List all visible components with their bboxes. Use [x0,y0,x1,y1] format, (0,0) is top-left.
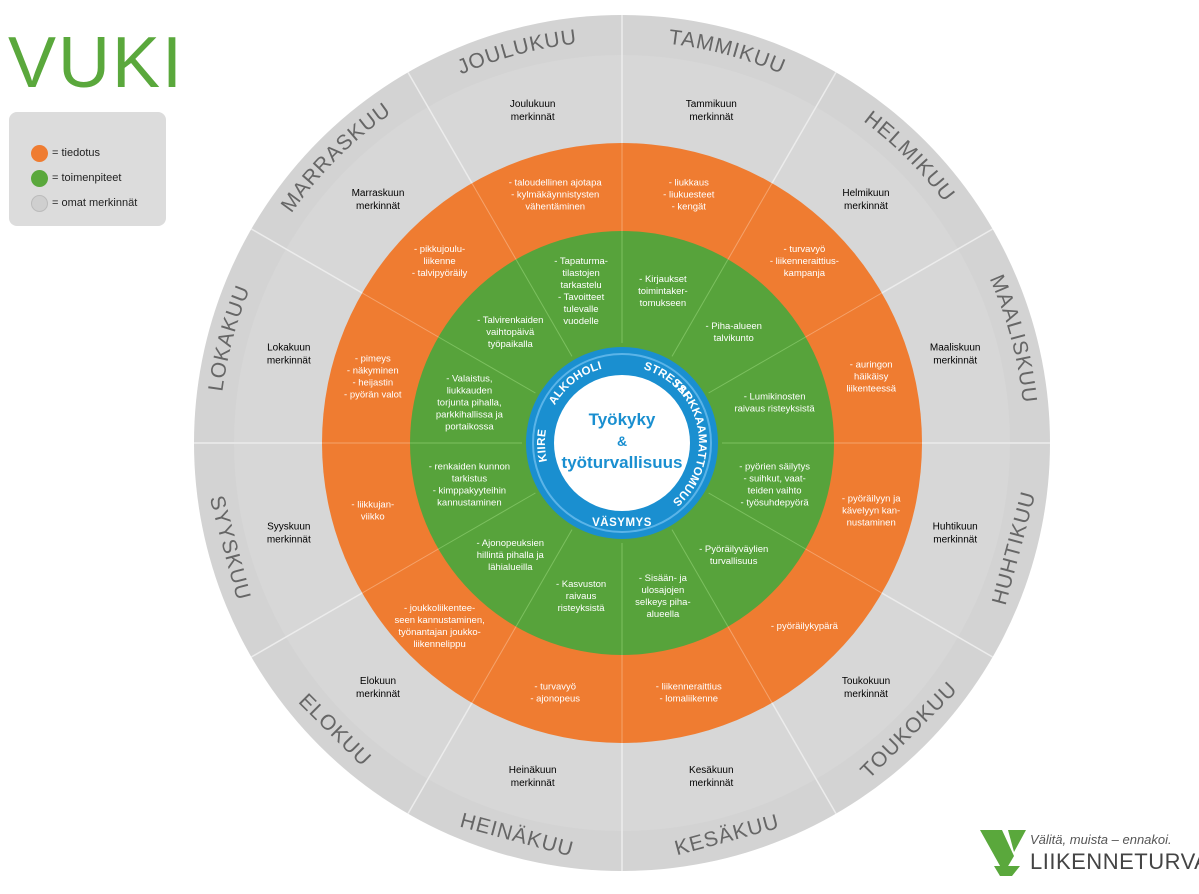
logo-mark-right [1008,830,1026,852]
legend-label: = toimenpiteet [52,172,122,184]
liikenneturva-logo [980,830,1026,876]
divider-green [708,492,806,550]
info-cell: - taloudellinen ajotapa- kylmäkäynnistys… [509,177,603,212]
ring-blue-line [532,353,712,533]
theme-label: KIIRE [536,428,550,463]
info-cell: - liukkaus- liukuesteet- kengät [663,177,715,212]
divider-grey [407,702,473,815]
divider-orange [361,292,439,338]
legend: = tiedotus = toimenpiteet = omat merkinn… [9,112,166,226]
divider-orange [471,626,517,704]
logo-mark-left [980,830,1014,873]
info-cell: - turvavyö- ajonopeus [530,682,580,705]
legend-swatch-grey [31,194,48,212]
divider-grey [407,71,473,184]
legend-label: = tiedotus [52,147,101,159]
info-cell: - liikkujan-viikko [351,499,394,522]
legend-swatch-orange [31,144,48,162]
divider-orange [471,182,517,260]
divider-green [438,336,536,394]
page-title: VUKI [8,23,185,103]
action-cell: - pyörien säilytys- suihkut, vaat-teiden… [739,461,810,508]
brand-name: LIIKENNETURVA [1030,849,1199,874]
divider-orange [805,548,883,594]
divider-green [515,259,573,357]
legend-item-info: = tiedotus [31,143,100,163]
divider-green [515,529,573,627]
logo-mark-base [994,866,1020,876]
divider-green [708,336,806,394]
divider-grey [881,228,994,294]
divider-green [438,492,536,550]
center-circle [554,375,690,511]
info-cell: - pyöräilykypärä [771,621,839,632]
info-cell: - joukkoliikentee-seen kannustaminen,työ… [394,603,484,650]
divider-orange [805,292,883,338]
legend-swatch-green [31,169,48,187]
center-title-line1: Työkyky [589,410,656,429]
divider-orange [727,626,773,704]
brand-slogan: Välitä, muista – ennakoi. [1030,832,1172,847]
divider-grey [771,71,837,184]
divider-grey [250,592,363,658]
divider-grey [771,702,837,815]
info-cell: - liikenneraittius- lomaliikenne [656,682,722,705]
divider-orange [361,548,439,594]
theme-label: VÄSYMYS [592,516,652,529]
month-dividers [194,15,1050,871]
info-cell: - pimeys- näkyminen- heijastin- pyörän v… [344,354,402,401]
legend-item-own: = omat merkinnät [31,193,137,213]
divider-orange [727,182,773,260]
center-title-ampersand: & [617,433,627,449]
legend-label: = omat merkinnät [52,197,138,209]
divider-green [671,529,729,627]
divider-grey [881,592,994,658]
legend-item-actions: = toimenpiteet [31,168,121,188]
center-title-line2: työturvallisuus [562,453,683,472]
divider-grey [250,228,363,294]
info-cell: - turvavyö- liikenneraittius-kampanja [770,244,839,279]
info-cell: - pikkujoulu-liikenne- talvipyöräily [412,244,468,279]
divider-green [671,259,729,357]
